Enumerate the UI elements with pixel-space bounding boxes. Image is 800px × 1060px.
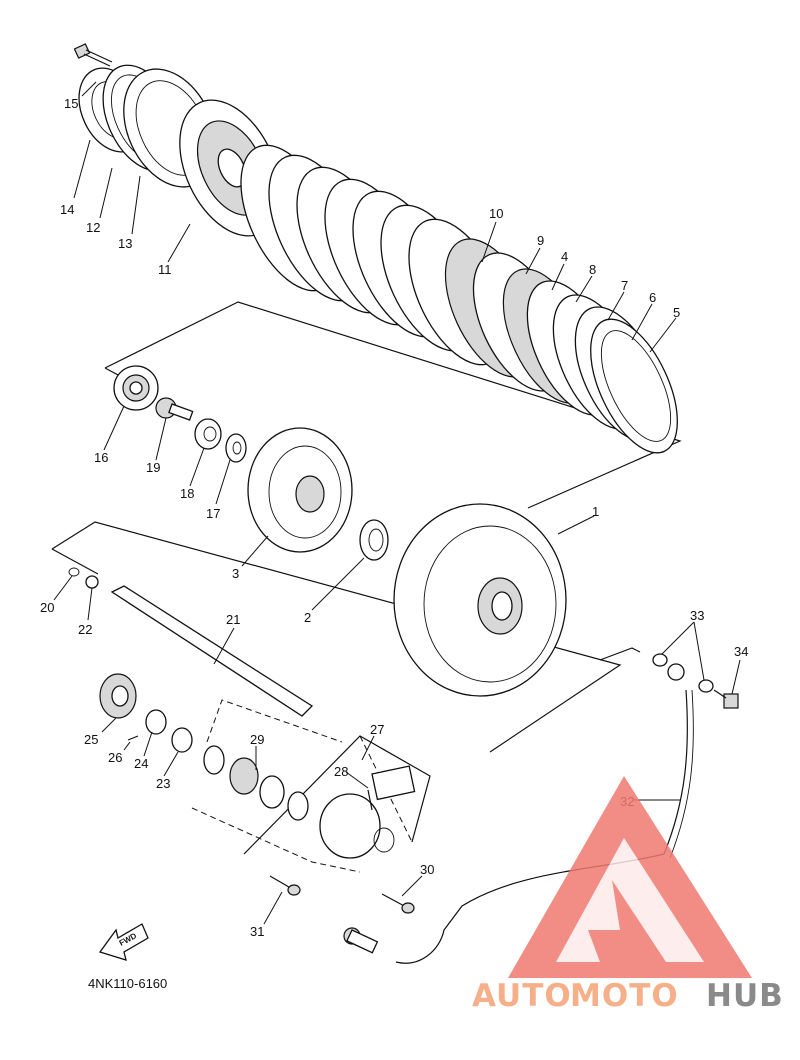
callout-15: 15	[64, 96, 78, 111]
triangle-logo-icon	[508, 776, 752, 978]
callout-29: 29	[250, 732, 264, 747]
fwd-arrow-icon: FWD	[98, 923, 149, 961]
ball-22	[85, 575, 99, 589]
callout-1: 1	[592, 504, 599, 519]
push-rod-21	[110, 585, 314, 717]
part-23	[171, 727, 193, 753]
watermark-auto: AUTO	[472, 978, 572, 1014]
nut-18	[194, 418, 222, 450]
callout-13: 13	[118, 236, 132, 251]
slave-cylinder-27	[319, 765, 416, 859]
lower-parts	[68, 567, 739, 964]
callout-6: 6	[649, 290, 656, 305]
callout-19: 19	[146, 460, 160, 475]
callout-5: 5	[673, 305, 680, 320]
clip-20	[68, 567, 80, 577]
callout-28: 28	[334, 764, 348, 779]
leader-lines	[53, 81, 741, 925]
bolt-15	[73, 43, 113, 67]
pin-26	[127, 735, 139, 741]
washer-33b	[698, 679, 714, 693]
callout-26: 26	[108, 750, 122, 765]
bolt-30	[381, 893, 415, 914]
washer-33a	[652, 653, 668, 667]
bleeder-28	[367, 789, 373, 811]
callout-14: 14	[60, 202, 74, 217]
callout-21: 21	[226, 612, 240, 627]
callout-31: 31	[250, 924, 264, 939]
callout-24: 24	[134, 756, 148, 771]
callout-12: 12	[86, 220, 100, 235]
callout-18: 18	[180, 486, 194, 501]
callout-22: 22	[78, 622, 92, 637]
washer-2	[359, 519, 389, 561]
callout-2: 2	[304, 610, 311, 625]
callout-16: 16	[94, 450, 108, 465]
callout-25: 25	[84, 732, 98, 747]
callout-30: 30	[420, 862, 434, 877]
bolt-19	[155, 397, 194, 421]
callout-11: 11	[158, 262, 172, 277]
callout-9: 9	[537, 233, 544, 248]
callout-17: 17	[206, 506, 220, 521]
callout-8: 8	[589, 262, 596, 277]
callout-23: 23	[156, 776, 170, 791]
watermark-moto: MOTO	[570, 978, 679, 1014]
part-code: 4NK110-6160	[88, 976, 167, 991]
callout-33: 33	[690, 608, 704, 623]
piston-kit-29	[203, 745, 309, 821]
plate-5	[590, 318, 678, 454]
callout-34: 34	[734, 644, 748, 659]
callout-7: 7	[621, 278, 628, 293]
bolt-31	[269, 875, 301, 896]
callout-20: 20	[40, 600, 54, 615]
frame-lines	[51, 301, 682, 873]
callout-4: 4	[561, 249, 568, 264]
middle-parts	[113, 365, 567, 697]
callout-3: 3	[232, 566, 239, 581]
callout-10: 10	[489, 206, 503, 221]
watermark-logo: AUTO MOTO HUB	[472, 776, 784, 1014]
clutch-plates	[240, 144, 678, 454]
watermark-hub: HUB	[706, 978, 784, 1014]
part-24	[145, 709, 167, 735]
washer-17	[225, 433, 247, 463]
union-bolt-34	[713, 689, 739, 709]
callout-27: 27	[370, 722, 384, 737]
